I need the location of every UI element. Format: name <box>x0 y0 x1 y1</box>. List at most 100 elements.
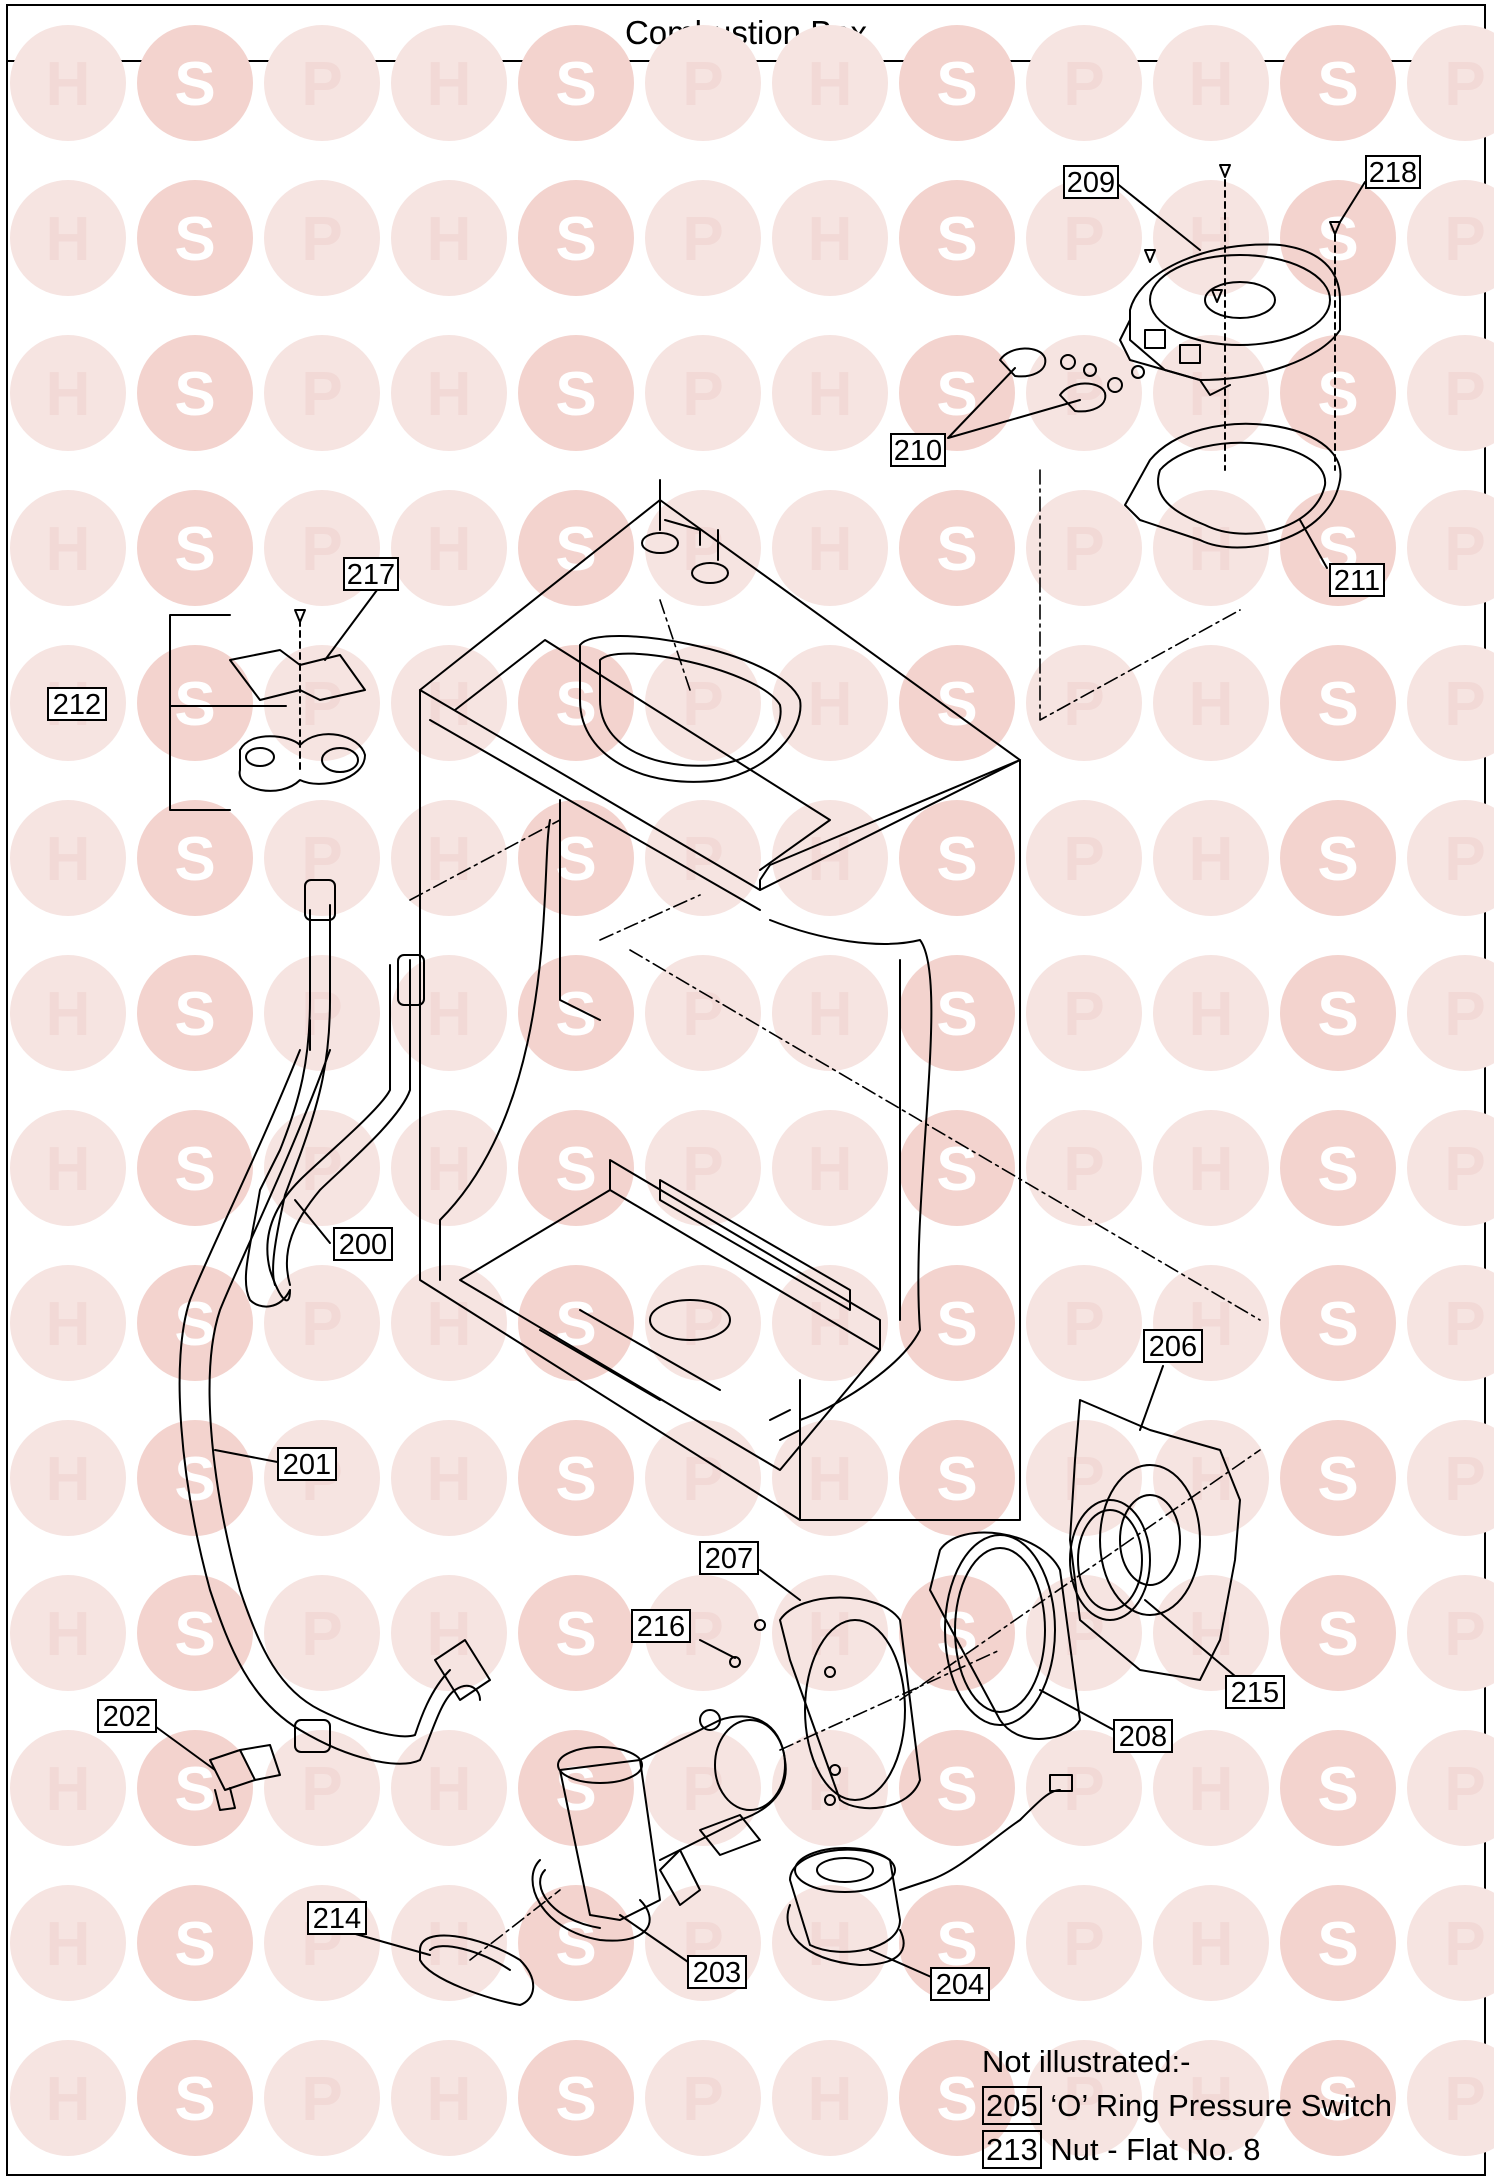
watermark-letter: P <box>682 50 723 119</box>
watermark-circle <box>645 25 761 141</box>
watermark-circle <box>1026 800 1142 916</box>
watermark-circle <box>264 25 380 141</box>
watermark-letter: H <box>808 1135 853 1204</box>
watermark-letter: H <box>46 205 91 274</box>
watermark-circle <box>1153 25 1269 141</box>
watermark-circle <box>518 1265 634 1381</box>
watermark-circle <box>899 490 1015 606</box>
watermark-circle <box>772 25 888 141</box>
watermark-letter: P <box>682 670 723 739</box>
watermark-circle <box>1026 25 1142 141</box>
watermark-letter: H <box>427 980 472 1049</box>
watermark-circle <box>264 1575 380 1691</box>
watermark-circle <box>899 1265 1015 1381</box>
watermark-letter: H <box>1189 980 1234 1049</box>
watermark-circle <box>1280 955 1396 1071</box>
watermark-letter: P <box>1063 2065 1104 2134</box>
watermark-letter: P <box>1444 670 1485 739</box>
watermark-letter: H <box>1189 50 1234 119</box>
watermark-circle <box>137 335 253 451</box>
watermark-circle <box>1026 645 1142 761</box>
watermark-letter: S <box>174 205 215 274</box>
watermark-circle <box>645 1575 761 1691</box>
watermark-circle <box>899 645 1015 761</box>
svg-text:206: 206 <box>1149 1331 1197 1363</box>
callout-206: 206 <box>1143 1329 1203 1363</box>
watermark-letter: S <box>555 50 596 119</box>
svg-text:208: 208 <box>1119 1721 1167 1753</box>
watermark-letter: S <box>1317 825 1358 894</box>
watermark-circle <box>137 1885 253 2001</box>
callout-217: 217 <box>343 557 399 591</box>
watermark-circle <box>772 490 888 606</box>
watermark-circle <box>518 645 634 761</box>
watermark-circle <box>772 645 888 761</box>
watermark-circle <box>645 955 761 1071</box>
svg-text:212: 212 <box>53 689 101 721</box>
watermark-circle <box>645 335 761 451</box>
watermark-circle <box>1407 1265 1494 1381</box>
svg-text:207: 207 <box>705 1543 753 1575</box>
watermark-circle <box>264 645 380 761</box>
watermark-letter: P <box>301 360 342 429</box>
watermark-circle <box>518 25 634 141</box>
watermark-circle <box>391 180 507 296</box>
watermark-circle <box>1153 2040 1269 2156</box>
watermark-circle <box>10 180 126 296</box>
watermark-circle <box>264 180 380 296</box>
watermark-circle <box>1153 645 1269 761</box>
watermark-letter: H <box>427 515 472 584</box>
callout-200: 200 <box>333 1227 393 1261</box>
svg-text:211: 211 <box>1334 565 1380 597</box>
watermark-letter: P <box>301 1290 342 1359</box>
watermark-circle <box>137 645 253 761</box>
watermark-circle <box>391 1265 507 1381</box>
watermark-letter: S <box>555 360 596 429</box>
watermark-circle <box>518 1420 634 1536</box>
watermark-letter: S <box>555 1600 596 1669</box>
watermark-circle <box>10 1110 126 1226</box>
grommet-set <box>169 609 366 811</box>
watermark-circle <box>391 1420 507 1536</box>
watermark-letter: S <box>1317 205 1358 274</box>
watermark-letter: H <box>808 1290 853 1359</box>
watermark-circle <box>1153 490 1269 606</box>
watermark-letter: P <box>1444 1755 1485 1824</box>
watermark-letter: S <box>555 1445 596 1514</box>
watermark-circle <box>1153 1575 1269 1691</box>
watermark-circle <box>772 1110 888 1226</box>
watermark-letter: P <box>1444 1135 1485 1204</box>
watermark-letter: H <box>46 360 91 429</box>
watermark-circle <box>772 335 888 451</box>
watermark-circle <box>1026 955 1142 1071</box>
watermark-letter: H <box>808 825 853 894</box>
watermark-letter: P <box>1063 980 1104 1049</box>
watermark-letter: H <box>808 1910 853 1979</box>
watermark-letter: P <box>1444 980 1485 1049</box>
watermark-letter: P <box>1444 1290 1485 1359</box>
watermark-circle <box>1280 180 1396 296</box>
watermark-circle <box>1407 1885 1494 2001</box>
watermark-circle <box>518 955 634 1071</box>
watermark-circle <box>137 1575 253 1691</box>
watermark-letter: P <box>301 1755 342 1824</box>
watermark-letter: S <box>555 205 596 274</box>
fan-assembly <box>1119 164 1341 471</box>
watermark-circle <box>1407 800 1494 916</box>
watermark-circle <box>899 1110 1015 1226</box>
watermark-letter: H <box>427 2065 472 2134</box>
svg-text:203: 203 <box>693 1957 741 1989</box>
watermark-circle <box>264 800 380 916</box>
watermark-letter: S <box>555 670 596 739</box>
watermark-letter: H <box>808 50 853 119</box>
watermark-letter: S <box>936 515 977 584</box>
watermark-circle <box>899 1730 1015 1846</box>
watermark-circle <box>1153 1885 1269 2001</box>
watermark-circle <box>137 25 253 141</box>
watermark-circle <box>391 1885 507 2001</box>
watermark-letter: S <box>174 515 215 584</box>
watermark-letter: S <box>936 1290 977 1359</box>
watermark-circle <box>1407 645 1494 761</box>
watermark-letter: S <box>1317 1910 1358 1979</box>
watermark-circle <box>10 490 126 606</box>
